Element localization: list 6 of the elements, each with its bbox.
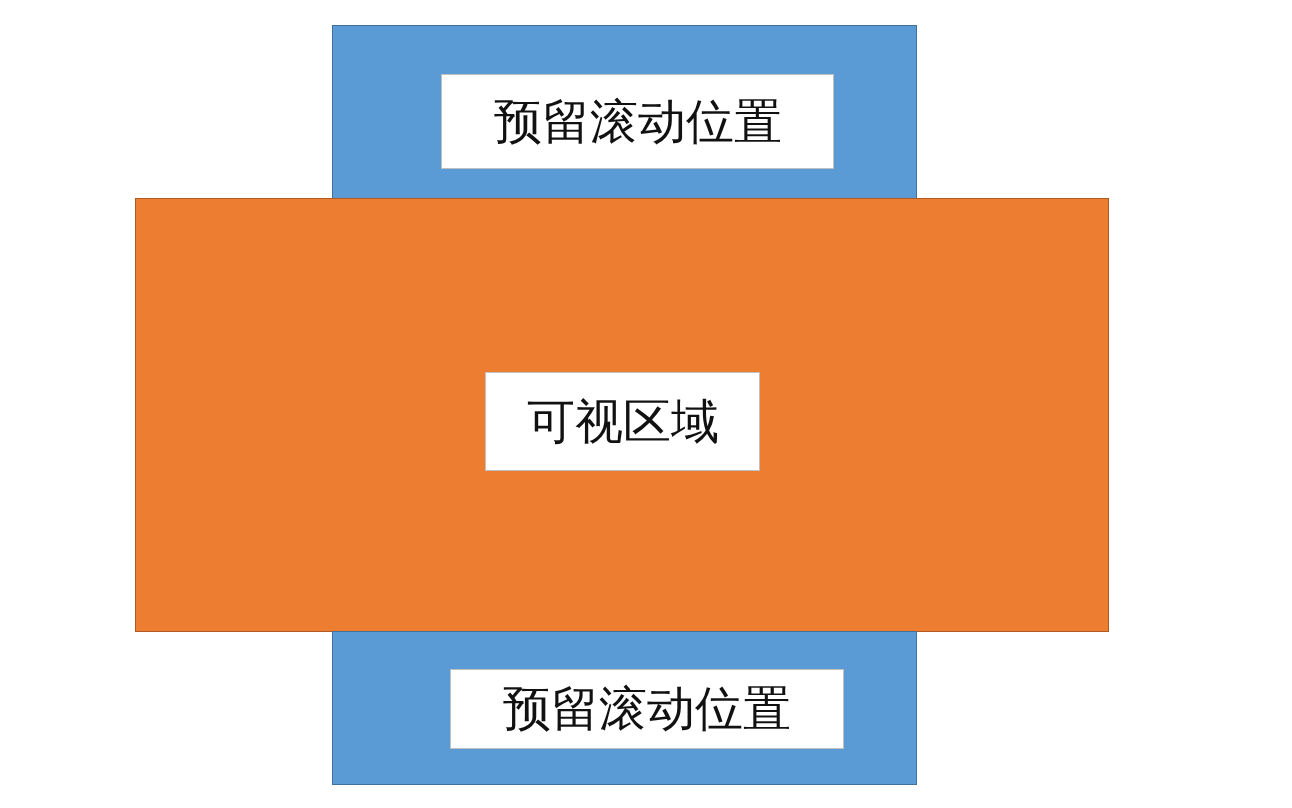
label-box: 可视区域 bbox=[485, 372, 760, 471]
label-box: 预留滚动位置 bbox=[450, 669, 844, 749]
label-box: 预留滚动位置 bbox=[441, 74, 834, 169]
viewport-box bbox=[135, 198, 1109, 632]
reserved-area-box bbox=[332, 631, 917, 785]
reserved-area-box bbox=[332, 25, 917, 199]
